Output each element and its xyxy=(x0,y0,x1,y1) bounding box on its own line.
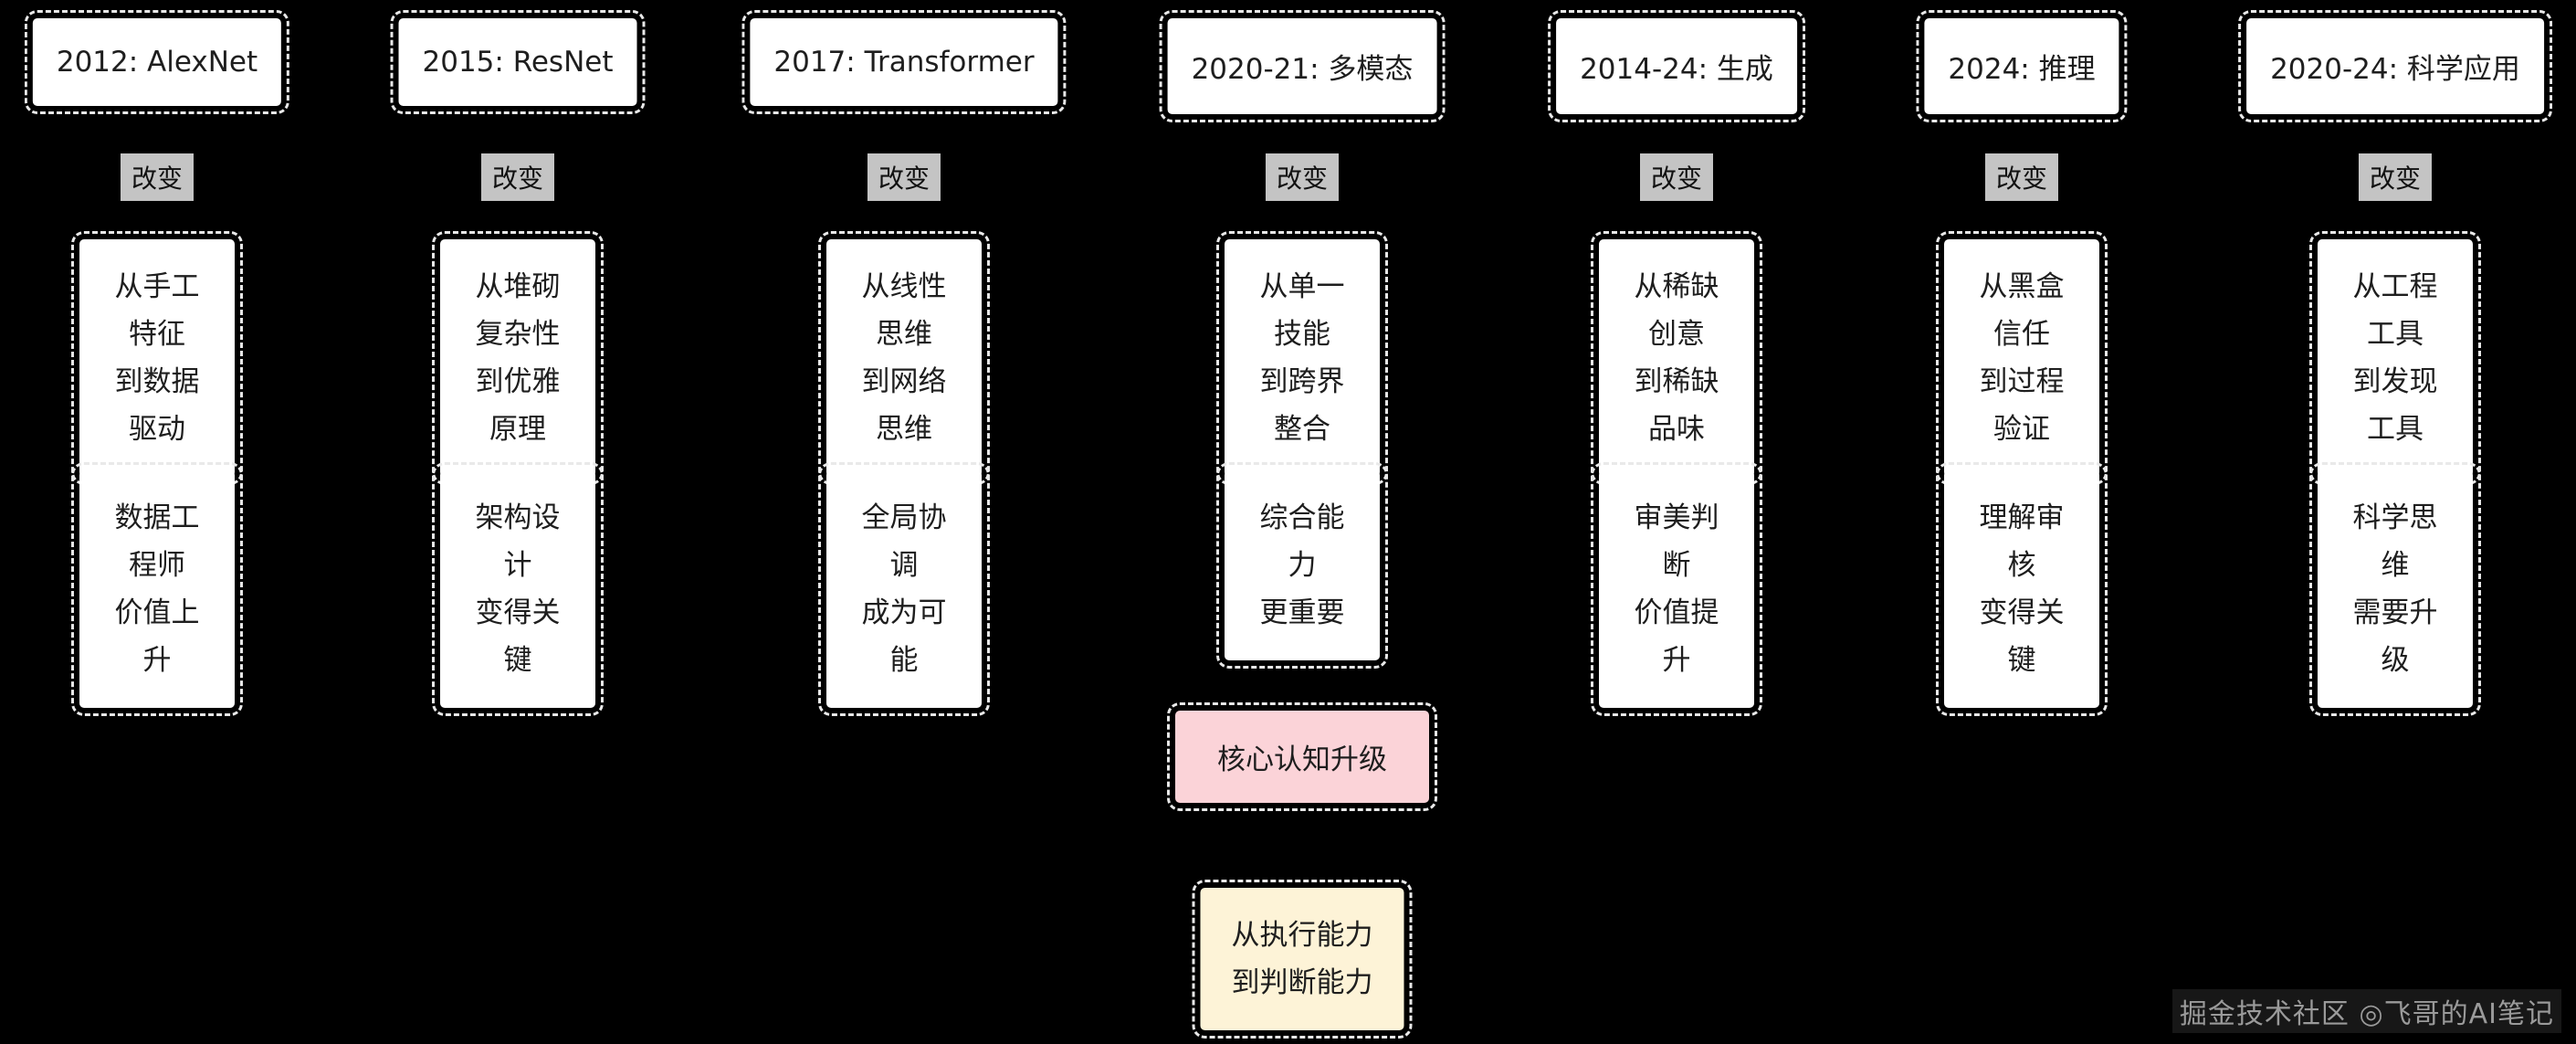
shift-box: 从线性思维 到网络思维 xyxy=(818,231,990,485)
era-title: 2020-24: 科学应用 xyxy=(2270,53,2520,86)
change-label: 改变 xyxy=(480,153,555,201)
shift-box: 从堆砌复杂性 到优雅原理 xyxy=(432,231,604,485)
change-label: 改变 xyxy=(120,153,195,201)
impact-box: 理解审核 变得关键 xyxy=(1936,462,2108,716)
timeline-column-reasoning: 2024: 推理 改变 从黑盒信任 到过程验证 理解审核 变得关键 xyxy=(1866,0,2177,1044)
conclusion-text: 从执行能力 到判断能力 xyxy=(1231,919,1373,999)
shift-text: 从手工特征 到数据驱动 xyxy=(114,270,200,446)
era-title: 2024: 推理 xyxy=(1948,53,2096,86)
change-label: 改变 xyxy=(867,153,941,201)
shift-box: 从手工特征 到数据驱动 xyxy=(71,231,243,485)
era-title-box: 2017: Transformer xyxy=(741,10,1067,114)
impact-box: 架构设计 变得关键 xyxy=(432,462,604,716)
era-title: 2020-21: 多模态 xyxy=(1191,53,1414,86)
watermark: 掘金技术社区 ◎飞哥的AI笔记 xyxy=(2171,989,2561,1033)
change-label: 改变 xyxy=(2358,153,2433,201)
era-title-box: 2020-21: 多模态 xyxy=(1159,10,1446,122)
impact-text: 全局协调 成为可能 xyxy=(861,501,947,677)
shift-box: 从单一技能 到跨界整合 xyxy=(1216,231,1388,485)
timeline-column-generation: 2014-24: 生成 改变 从稀缺创意 到稀缺品味 审美判断 价值提升 xyxy=(1521,0,1832,1044)
impact-box: 全局协调 成为可能 xyxy=(818,462,990,716)
change-label: 改变 xyxy=(1265,153,1340,201)
era-title-box: 2015: ResNet xyxy=(390,10,646,114)
timeline-column-science: 2020-24: 科学应用 改变 从工程工具 到发现工具 科学思维 需要升级 xyxy=(2238,0,2552,1044)
core-upgrade-text: 核心认知升级 xyxy=(1217,743,1387,776)
shift-text: 从工程工具 到发现工具 xyxy=(2352,270,2438,446)
era-title: 2015: ResNet xyxy=(422,46,614,79)
conclusion-box: 从执行能力 到判断能力 xyxy=(1192,880,1413,1039)
impact-text: 综合能力 更重要 xyxy=(1259,501,1345,629)
era-title: 2014-24: 生成 xyxy=(1580,53,1773,86)
impact-text: 数据工程师 价值上升 xyxy=(114,501,200,677)
shift-box: 从工程工具 到发现工具 xyxy=(2309,231,2481,485)
shift-text: 从稀缺创意 到稀缺品味 xyxy=(1634,270,1719,446)
impact-box: 数据工程师 价值上升 xyxy=(71,462,243,716)
shift-box: 从黑盒信任 到过程验证 xyxy=(1936,231,2108,485)
era-title-box: 2012: AlexNet xyxy=(24,10,290,114)
core-upgrade-box: 核心认知升级 xyxy=(1167,702,1437,811)
era-title-box: 2020-24: 科学应用 xyxy=(2238,10,2552,122)
impact-text: 架构设计 变得关键 xyxy=(475,501,561,677)
shift-box: 从稀缺创意 到稀缺品味 xyxy=(1591,231,1762,485)
timeline-column-multimodal: 2020-21: 多模态 改变 从单一技能 到跨界整合 综合能力 更重要 xyxy=(1147,0,1457,1044)
era-title-box: 2024: 推理 xyxy=(1916,10,2128,122)
era-title-box: 2014-24: 生成 xyxy=(1548,10,1805,122)
impact-box: 科学思维 需要升级 xyxy=(2309,462,2481,716)
impact-text: 科学思维 需要升级 xyxy=(2352,501,2438,677)
shift-text: 从单一技能 到跨界整合 xyxy=(1259,270,1345,446)
shift-text: 从线性思维 到网络思维 xyxy=(861,270,947,446)
impact-box: 综合能力 更重要 xyxy=(1216,462,1388,669)
impact-text: 审美判断 价值提升 xyxy=(1634,501,1719,677)
change-label: 改变 xyxy=(1984,153,2059,201)
impact-box: 审美判断 价值提升 xyxy=(1591,462,1762,716)
era-title: 2017: Transformer xyxy=(773,46,1035,79)
shift-text: 从黑盒信任 到过程验证 xyxy=(1979,270,2065,446)
era-title: 2012: AlexNet xyxy=(56,46,258,79)
timeline-column-transformer: 2017: Transformer 改变 从线性思维 到网络思维 全局协调 成为… xyxy=(741,0,1067,1044)
shift-text: 从堆砌复杂性 到优雅原理 xyxy=(475,270,561,446)
change-label: 改变 xyxy=(1639,153,1714,201)
timeline-column-resnet: 2015: ResNet 改变 从堆砌复杂性 到优雅原理 架构设计 变得关键 xyxy=(363,0,673,1044)
timeline-column-alexnet: 2012: AlexNet 改变 从手工特征 到数据驱动 数据工程师 价值上升 xyxy=(2,0,312,1044)
impact-text: 理解审核 变得关键 xyxy=(1979,501,2065,677)
